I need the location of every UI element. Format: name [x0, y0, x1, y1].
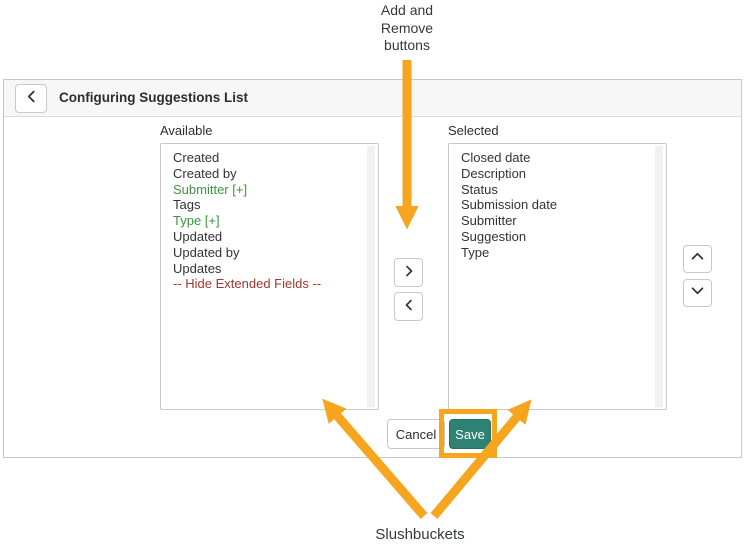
move-up-button[interactable] [683, 245, 712, 273]
selected-slushbucket[interactable]: Closed date Description Status Submissio… [448, 143, 667, 410]
available-item[interactable]: -- Hide Extended Fields -- [173, 276, 322, 292]
selected-item[interactable]: Description [461, 165, 527, 181]
available-item[interactable]: Updates [173, 260, 222, 276]
scrollbar-track[interactable] [655, 146, 663, 407]
selected-item[interactable]: Submission date [461, 197, 558, 213]
add-button[interactable] [394, 258, 423, 287]
available-item[interactable]: Created by [173, 165, 237, 181]
selected-item[interactable]: Submitter [461, 213, 517, 229]
available-item[interactable]: Submitter [+] [173, 181, 248, 197]
available-item[interactable]: Type [+] [173, 213, 220, 229]
scrollbar-track[interactable] [367, 146, 375, 407]
annotation-slushbuckets-label: Slushbuckets [375, 526, 465, 543]
chevron-up-icon [691, 250, 704, 268]
available-list-label: Available [160, 123, 213, 138]
cancel-button[interactable]: Cancel [387, 419, 445, 449]
move-down-button[interactable] [683, 279, 712, 307]
annotation-add-remove-label: Add and Remove buttons [380, 2, 434, 53]
available-item[interactable]: Updated by [173, 244, 240, 260]
remove-button[interactable] [394, 292, 423, 321]
available-item[interactable]: Created [173, 150, 220, 165]
chevron-left-icon [403, 298, 415, 316]
selected-item[interactable]: Status [461, 181, 498, 197]
chevron-down-icon [691, 284, 704, 302]
selected-item[interactable]: Closed date [461, 150, 531, 165]
available-item[interactable]: Tags [173, 197, 201, 213]
back-button[interactable] [15, 84, 47, 113]
panel-title: Configuring Suggestions List [59, 90, 248, 105]
selected-list-label: Selected [448, 123, 499, 138]
selected-item[interactable]: Type [461, 244, 490, 260]
available-slushbucket[interactable]: Created Created by Submitter [+] Tags Ty… [160, 143, 379, 410]
selected-item[interactable]: Suggestion [461, 228, 527, 244]
configure-list-panel: Configuring Suggestions List Available S… [3, 79, 742, 458]
available-item[interactable]: Updated [173, 228, 223, 244]
panel-header: Configuring Suggestions List [4, 80, 741, 117]
chevron-left-icon [25, 90, 38, 108]
chevron-right-icon [403, 264, 415, 282]
save-button[interactable]: Save [449, 419, 491, 449]
